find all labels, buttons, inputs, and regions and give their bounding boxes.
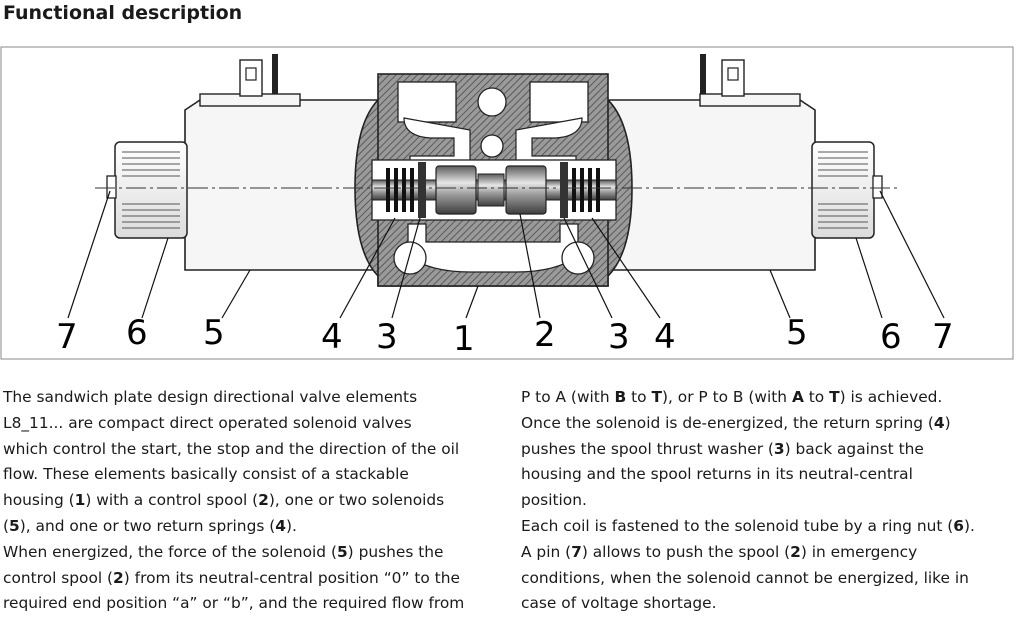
text-line: Once the solenoid is de-energized, the r… [521,413,951,432]
text-line: control spool (2) from its neutral-centr… [3,568,460,587]
text-line: pushes the spool thrust washer (3) back … [521,439,924,458]
control-spool [371,165,617,215]
callout-4-left: 4 [321,317,343,357]
text-line: The sandwich plate design directional va… [3,388,418,406]
callout-leaders [67,190,945,319]
text-line: case of voltage shortage. [521,594,717,613]
text-line: which control the start, the stop and th… [3,439,460,458]
callout-3-left: 3 [376,317,398,357]
description-column-right: P to A (with B to T), or P to B (with A … [521,385,1013,617]
right-ring-nut [811,141,883,239]
text-line: (5), and one or two return springs (4). [3,516,297,535]
text-line: required end position “a” or “b”, and th… [3,594,465,613]
callout-6-right: 6 [880,317,902,357]
callout-3-right: 3 [608,317,630,357]
callout-5-right: 5 [786,313,808,353]
text-line: housing and the spool returns in its neu… [521,465,913,484]
text-line: housing (1) with a control spool (2), on… [3,491,445,510]
callout-5-left: 5 [203,313,225,353]
left-solenoid [184,54,379,271]
callout-1: 1 [453,319,475,359]
callout-2: 2 [534,315,556,355]
section-heading: Functional description [3,2,243,24]
callout-6-left: 6 [126,313,148,353]
text-line: P to A (with B to T), or P to B (with A … [521,388,943,406]
description-column-left: The sandwich plate design directional va… [3,385,503,617]
right-return-spring [560,162,600,218]
callout-4-right: 4 [654,317,676,357]
text-line: When energized, the force of the solenoi… [3,542,444,561]
callout-7-left: 7 [56,317,78,357]
text-line: Each coil is fastened to the solenoid tu… [521,516,975,535]
text-line: position. [521,491,587,510]
callout-7-right: 7 [932,317,954,357]
text-line: A pin (7) allows to push the spool (2) i… [521,542,918,561]
text-line: flow. These elements basically consist o… [3,465,409,484]
left-ring-nut [106,141,188,239]
text-line: conditions, when the solenoid cannot be … [521,568,969,587]
left-return-spring [386,162,426,218]
valve-cross-section-diagram: 7 6 5 4 3 1 2 3 4 5 6 7 [0,46,1015,360]
text-line: L8_11... are compact direct operated sol… [3,413,412,432]
